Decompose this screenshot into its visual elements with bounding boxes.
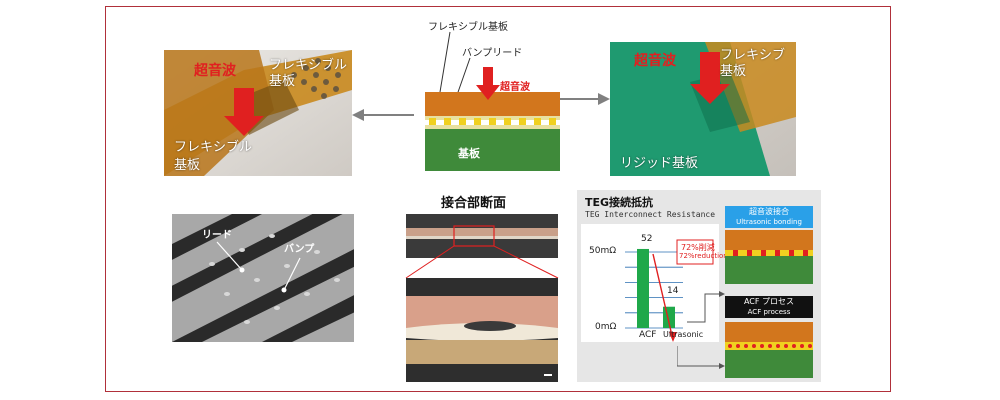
rigid-substrate-label: リジッド基板 — [620, 156, 699, 171]
category-acf: ACF — [639, 330, 657, 340]
structure-diagram-art — [425, 31, 560, 171]
cross-section-overview — [406, 214, 558, 258]
figure-frame — [105, 6, 891, 392]
substrate-label: 基板 — [458, 147, 480, 160]
category-ultrasonic: Ultrasonic — [663, 330, 704, 339]
reduction-label-1: 72%削減 — [681, 243, 715, 252]
ultrasonic-label: 超音波 — [500, 82, 530, 93]
flex-label-1: フレキシブ — [720, 48, 786, 63]
ytick-top: 50mΩ — [589, 246, 617, 256]
flex-to-flex-photo-art — [164, 50, 352, 176]
bump-label: バンプ — [284, 244, 315, 255]
cross-section-title: 接合部断面 — [441, 196, 507, 211]
flex-to-rigid-photo-art — [610, 42, 796, 176]
flex-substrate-label: フレキシブル基板 — [428, 22, 508, 33]
ultrasonic-label: 超音波 — [634, 53, 676, 69]
ultrasonic-arrow-icon — [476, 67, 500, 100]
bar-value-ultrasonic: 14 — [667, 286, 679, 296]
flex-top-label-2: 基板 — [269, 74, 296, 89]
sem-photo-art — [172, 214, 354, 342]
flex-to-rigid-photo: 超音波 フレキシブ 基板 リジッド基板 — [610, 42, 796, 176]
reduction-label-2: 72%reduction — [679, 252, 728, 260]
cross-section-zoom — [406, 278, 558, 382]
ultrasonic-arrow-icon — [224, 88, 264, 136]
reduction-arrow-icon — [669, 332, 677, 342]
structure-diagram: フレキシブル基板 バンプリード 超音波 基板 — [400, 10, 600, 180]
ultrasonic-arrow-icon — [690, 52, 730, 104]
sem-photo: リード バンプ — [172, 214, 354, 342]
ultrasonic-label: 超音波 — [194, 63, 236, 79]
resistance-chart-svg — [625, 239, 714, 342]
arrow-left-icon — [352, 109, 414, 121]
ytick-bottom: 0mΩ — [595, 322, 617, 332]
connector-lines — [677, 291, 725, 369]
flex-bottom-label-2: 基板 — [174, 158, 201, 173]
teg-title: TEG接続抵抗 — [585, 196, 654, 209]
acf-box-label-2: ACF process — [747, 308, 791, 316]
lead-label: リード — [202, 230, 232, 241]
acf-process-box: ACF プロセス ACF process — [725, 296, 813, 318]
flex-bottom-label-1: フレキシブル — [174, 140, 253, 155]
arrow-right-icon — [560, 93, 610, 105]
bump-lead-label: バンプリード — [462, 48, 523, 59]
flex-to-flex-photo: 超音波 フレキシブル 基板 フレキシブル 基板 — [164, 50, 352, 176]
teg-subtitle: TEG Interconnect Resistance — [585, 210, 716, 219]
cross-section-zoom-art — [406, 278, 558, 382]
cross-section-overview-art — [406, 214, 558, 258]
zoom-lines — [405, 246, 559, 279]
flex-top-label-1: フレキシブル — [269, 58, 348, 73]
ultrasonic-box-label-2: Ultrasonic bonding — [736, 218, 802, 226]
acf-joint-diagram — [725, 322, 813, 378]
teg-panel: TEG接続抵抗 TEG Interconnect Resistance 50mΩ… — [577, 190, 821, 382]
ultrasonic-box-label-1: 超音波接合 — [749, 207, 789, 216]
ultrasonic-bonding-box: 超音波接合 Ultrasonic bonding — [725, 206, 813, 228]
bar-value-acf: 52 — [641, 234, 653, 244]
acf-box-label-1: ACF プロセス — [743, 297, 795, 306]
ultrasonic-joint-diagram — [725, 230, 813, 284]
bar-acf — [637, 248, 649, 328]
flex-label-2: 基板 — [720, 64, 747, 79]
